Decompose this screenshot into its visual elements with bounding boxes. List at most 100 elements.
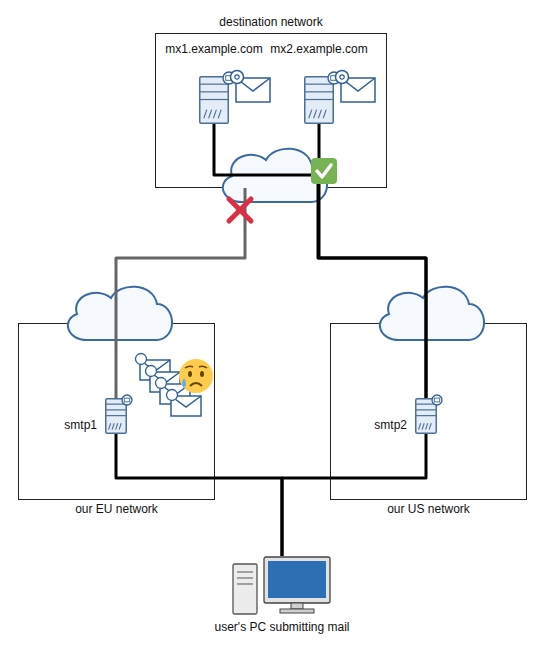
at-badge-core	[340, 75, 344, 79]
server-body	[305, 77, 334, 124]
node-label: mx1.example.com	[165, 42, 262, 56]
check-badge	[311, 158, 337, 184]
server-slot	[200, 84, 228, 85]
network-box: destination networkmx1.example.commx2.ex…	[155, 33, 387, 188]
mail-badge	[328, 72, 340, 84]
server-slot	[416, 415, 436, 416]
server-slot	[416, 404, 436, 405]
server-icon	[415, 398, 437, 434]
at-badge	[146, 366, 157, 377]
pc-icon	[232, 556, 332, 616]
server-vent	[213, 110, 216, 119]
server-slot	[416, 409, 436, 410]
queued-envelope	[156, 378, 191, 405]
emoji-face	[179, 359, 213, 393]
network-heading: destination network	[219, 15, 322, 29]
emoji-eye	[188, 371, 192, 377]
server-icon	[105, 398, 127, 434]
network-box: our EU networksmtp1	[18, 323, 215, 500]
sad-emoji	[179, 359, 213, 393]
server-vent	[218, 110, 221, 119]
envelope-body	[150, 372, 180, 392]
network-box: our US networksmtp2	[330, 323, 527, 500]
network-link	[319, 124, 426, 398]
mail-badge-envelope	[331, 76, 338, 81]
server-slot	[305, 84, 333, 85]
envelope-body	[341, 78, 375, 102]
mail-badge-envelope	[124, 398, 130, 402]
server-vent	[209, 110, 212, 119]
mail-server: mx1.example.com	[199, 76, 229, 124]
envelope-body	[236, 78, 270, 102]
at-badge-core	[235, 75, 239, 79]
server-slot	[200, 99, 228, 100]
at-badge	[336, 71, 349, 84]
server-vent	[422, 423, 424, 429]
emoji-eye	[200, 371, 204, 377]
emoji-mouth	[190, 383, 202, 386]
mail-server: mx2.example.com	[304, 76, 334, 124]
server-vent	[109, 423, 111, 429]
at-badge	[136, 354, 147, 365]
node-label: smtp2	[374, 418, 407, 432]
pc-tower	[233, 564, 257, 614]
network-link	[116, 434, 282, 556]
server-body	[106, 399, 127, 434]
pc-screen	[268, 561, 326, 598]
server-slot	[106, 415, 126, 416]
envelope-flap	[236, 78, 270, 91]
server-vent	[323, 110, 326, 119]
network-heading: our EU network	[75, 502, 158, 516]
envelope-flap	[171, 396, 201, 407]
network-cloud	[223, 149, 327, 202]
pc-drive-slot	[237, 584, 253, 585]
server-icon	[199, 76, 229, 124]
emoji-tear	[182, 378, 186, 388]
server-vent	[426, 423, 428, 429]
envelope-body	[160, 384, 190, 404]
envelope-body	[171, 396, 201, 416]
network-link	[214, 124, 426, 398]
check-mark	[317, 165, 331, 177]
server-vent	[309, 110, 312, 119]
queued-envelope	[146, 366, 181, 393]
mail-badge	[223, 72, 235, 84]
server-icon	[304, 76, 334, 124]
network-cloud	[380, 287, 484, 340]
queued-envelope	[167, 390, 202, 417]
envelope-flap	[140, 360, 170, 371]
mail-badge-envelope	[434, 398, 440, 402]
node-label: mx2.example.com	[270, 42, 367, 56]
envelope-flap	[341, 78, 375, 91]
mail-envelope	[336, 71, 376, 103]
user-pc: user's PC submitting mail	[232, 556, 332, 616]
mail-server: smtp2	[415, 398, 437, 434]
envelope-body	[140, 360, 170, 380]
pc-base	[280, 609, 314, 613]
mail-server: smtp1	[105, 398, 127, 434]
cross-stroke	[229, 199, 251, 221]
envelope-flap	[160, 384, 190, 395]
node-label: user's PC submitting mail	[215, 620, 350, 634]
network-link	[282, 434, 426, 556]
failure-cross	[229, 199, 251, 221]
server-slot	[200, 91, 228, 92]
queued-envelope	[136, 354, 171, 381]
emoji-brow	[185, 366, 193, 368]
cross-stroke	[229, 199, 251, 221]
at-badge	[231, 71, 244, 84]
network-heading: our US network	[387, 502, 470, 516]
server-slot	[106, 404, 126, 405]
server-slot	[106, 409, 126, 410]
network-link	[116, 188, 245, 398]
server-vent	[119, 423, 121, 429]
server-body	[200, 77, 229, 124]
pc-drive-slot	[237, 572, 253, 573]
server-vent	[314, 110, 317, 119]
server-vent	[318, 110, 321, 119]
